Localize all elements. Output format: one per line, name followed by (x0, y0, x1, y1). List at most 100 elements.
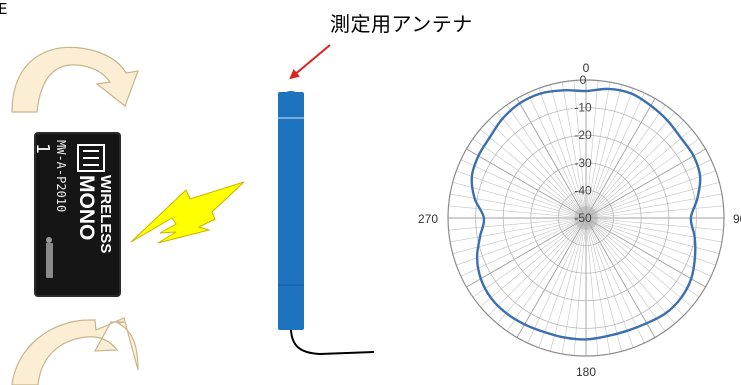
radial-tick-label: 0 (580, 73, 587, 87)
polar-spoke (527, 217, 587, 344)
polar-spoke (460, 159, 587, 219)
angle-label-270: 270 (418, 212, 438, 226)
antenna-body (278, 92, 304, 330)
polar-spoke (506, 217, 587, 332)
polar-spoke (585, 92, 645, 219)
polar-spoke (497, 112, 587, 219)
polar-spoke (549, 84, 587, 219)
polar-spoke (585, 170, 716, 219)
polar-spoke (527, 92, 587, 219)
polar-spoke (585, 159, 712, 219)
antenna-cable (290, 329, 375, 356)
polar-spoke (585, 217, 720, 255)
polar-ring (502, 134, 670, 302)
module-model-text: MW-A-P2010 (54, 140, 68, 212)
radiation-pattern-line (470, 87, 702, 341)
measurement-antenna (278, 91, 375, 356)
brand-logo-icon (77, 144, 105, 172)
polar-spoke (456, 170, 587, 219)
polar-spoke (585, 217, 722, 243)
polar-ring (530, 162, 642, 274)
label-pointer-arrow (289, 44, 331, 80)
antenna-tip (278, 91, 304, 108)
radial-tick-label: -10 (574, 101, 592, 115)
polar-spoke (488, 217, 587, 316)
polar-spoke (549, 217, 587, 352)
module-pin-mark: 1 (32, 143, 53, 154)
polar-spoke (585, 148, 706, 219)
angle-label-180: 180 (576, 365, 596, 379)
polar-spoke (585, 112, 675, 219)
polar-spoke (585, 217, 675, 324)
polar-spoke (506, 104, 587, 219)
lightning-bolt-icon (130, 181, 245, 244)
radial-tick-label: -30 (574, 156, 592, 170)
polar-spoke (585, 88, 634, 219)
module-edge (34, 132, 121, 297)
polar-spoke (585, 138, 700, 219)
polar-spoke (452, 217, 587, 255)
polar-spoke (585, 217, 634, 348)
module-body (35, 133, 120, 296)
radial-tick-label: -20 (574, 128, 592, 142)
radial-tick-label: -40 (574, 183, 592, 197)
polar-spoke (585, 217, 611, 354)
polar-spoke (585, 104, 666, 219)
polar-spoke (585, 217, 599, 356)
polar-ring (558, 189, 615, 246)
polar-spoke (585, 193, 722, 219)
polar-spoke (585, 217, 623, 352)
polar-ring (447, 79, 725, 357)
edge-text-fragment: E (0, 0, 8, 18)
polar-spoke (585, 217, 692, 307)
polar-ring (585, 217, 587, 219)
polar-spoke (561, 217, 587, 354)
polar-ring (475, 107, 697, 329)
polar-spoke (472, 138, 587, 219)
polar-spoke (585, 80, 599, 219)
polar-spoke (538, 88, 587, 219)
antenna-caption: 測定用アンテナ (330, 12, 473, 36)
polar-spoke (466, 217, 587, 288)
radiation-pattern-chart: 0 -10 -20 -30 -40 -50 0 90 180 270 (418, 61, 741, 379)
angle-label-0: 0 (583, 61, 590, 75)
polar-spoke (585, 217, 666, 332)
module-pad (46, 237, 52, 243)
angle-label-90: 90 (733, 212, 741, 226)
polar-center-hub (574, 206, 598, 230)
polar-spoke (585, 129, 692, 219)
wireless-module: 1 MW-A-P2010 MONO WIRELESS (32, 132, 121, 297)
polar-spoke (452, 181, 587, 219)
polar-spoke (538, 217, 587, 348)
polar-spoke (516, 98, 587, 219)
polar-spoke (466, 148, 587, 219)
polar-spoke (497, 217, 587, 324)
polar-spoke (585, 217, 645, 344)
polar-spoke (448, 205, 587, 219)
module-brand-wireless: WIRELESS (97, 175, 114, 253)
polar-spoke (585, 217, 684, 316)
polar-spoke (585, 82, 611, 219)
rotation-arrow-bottom (11, 317, 139, 385)
polar-spoke (585, 181, 720, 219)
polar-spoke (480, 129, 587, 219)
polar-spoke (561, 82, 587, 219)
module-antenna-trace (46, 243, 53, 278)
polar-spoke (585, 217, 700, 298)
polar-spoke (488, 120, 587, 219)
polar-spoke (516, 217, 587, 338)
module-brand-mono: MONO (75, 175, 98, 240)
polar-spoke (472, 217, 587, 298)
polar-spoke (585, 98, 656, 219)
rotation-arrow-top (11, 46, 139, 113)
polar-spoke (585, 120, 684, 219)
polar-spoke (448, 217, 587, 231)
polar-spoke (480, 217, 587, 307)
polar-spoke (585, 217, 656, 338)
polar-spoke (460, 217, 587, 277)
polar-spoke (585, 84, 623, 219)
polar-spoke (450, 217, 587, 243)
radial-tick-label: -50 (574, 211, 592, 225)
polar-spoke (450, 193, 587, 219)
